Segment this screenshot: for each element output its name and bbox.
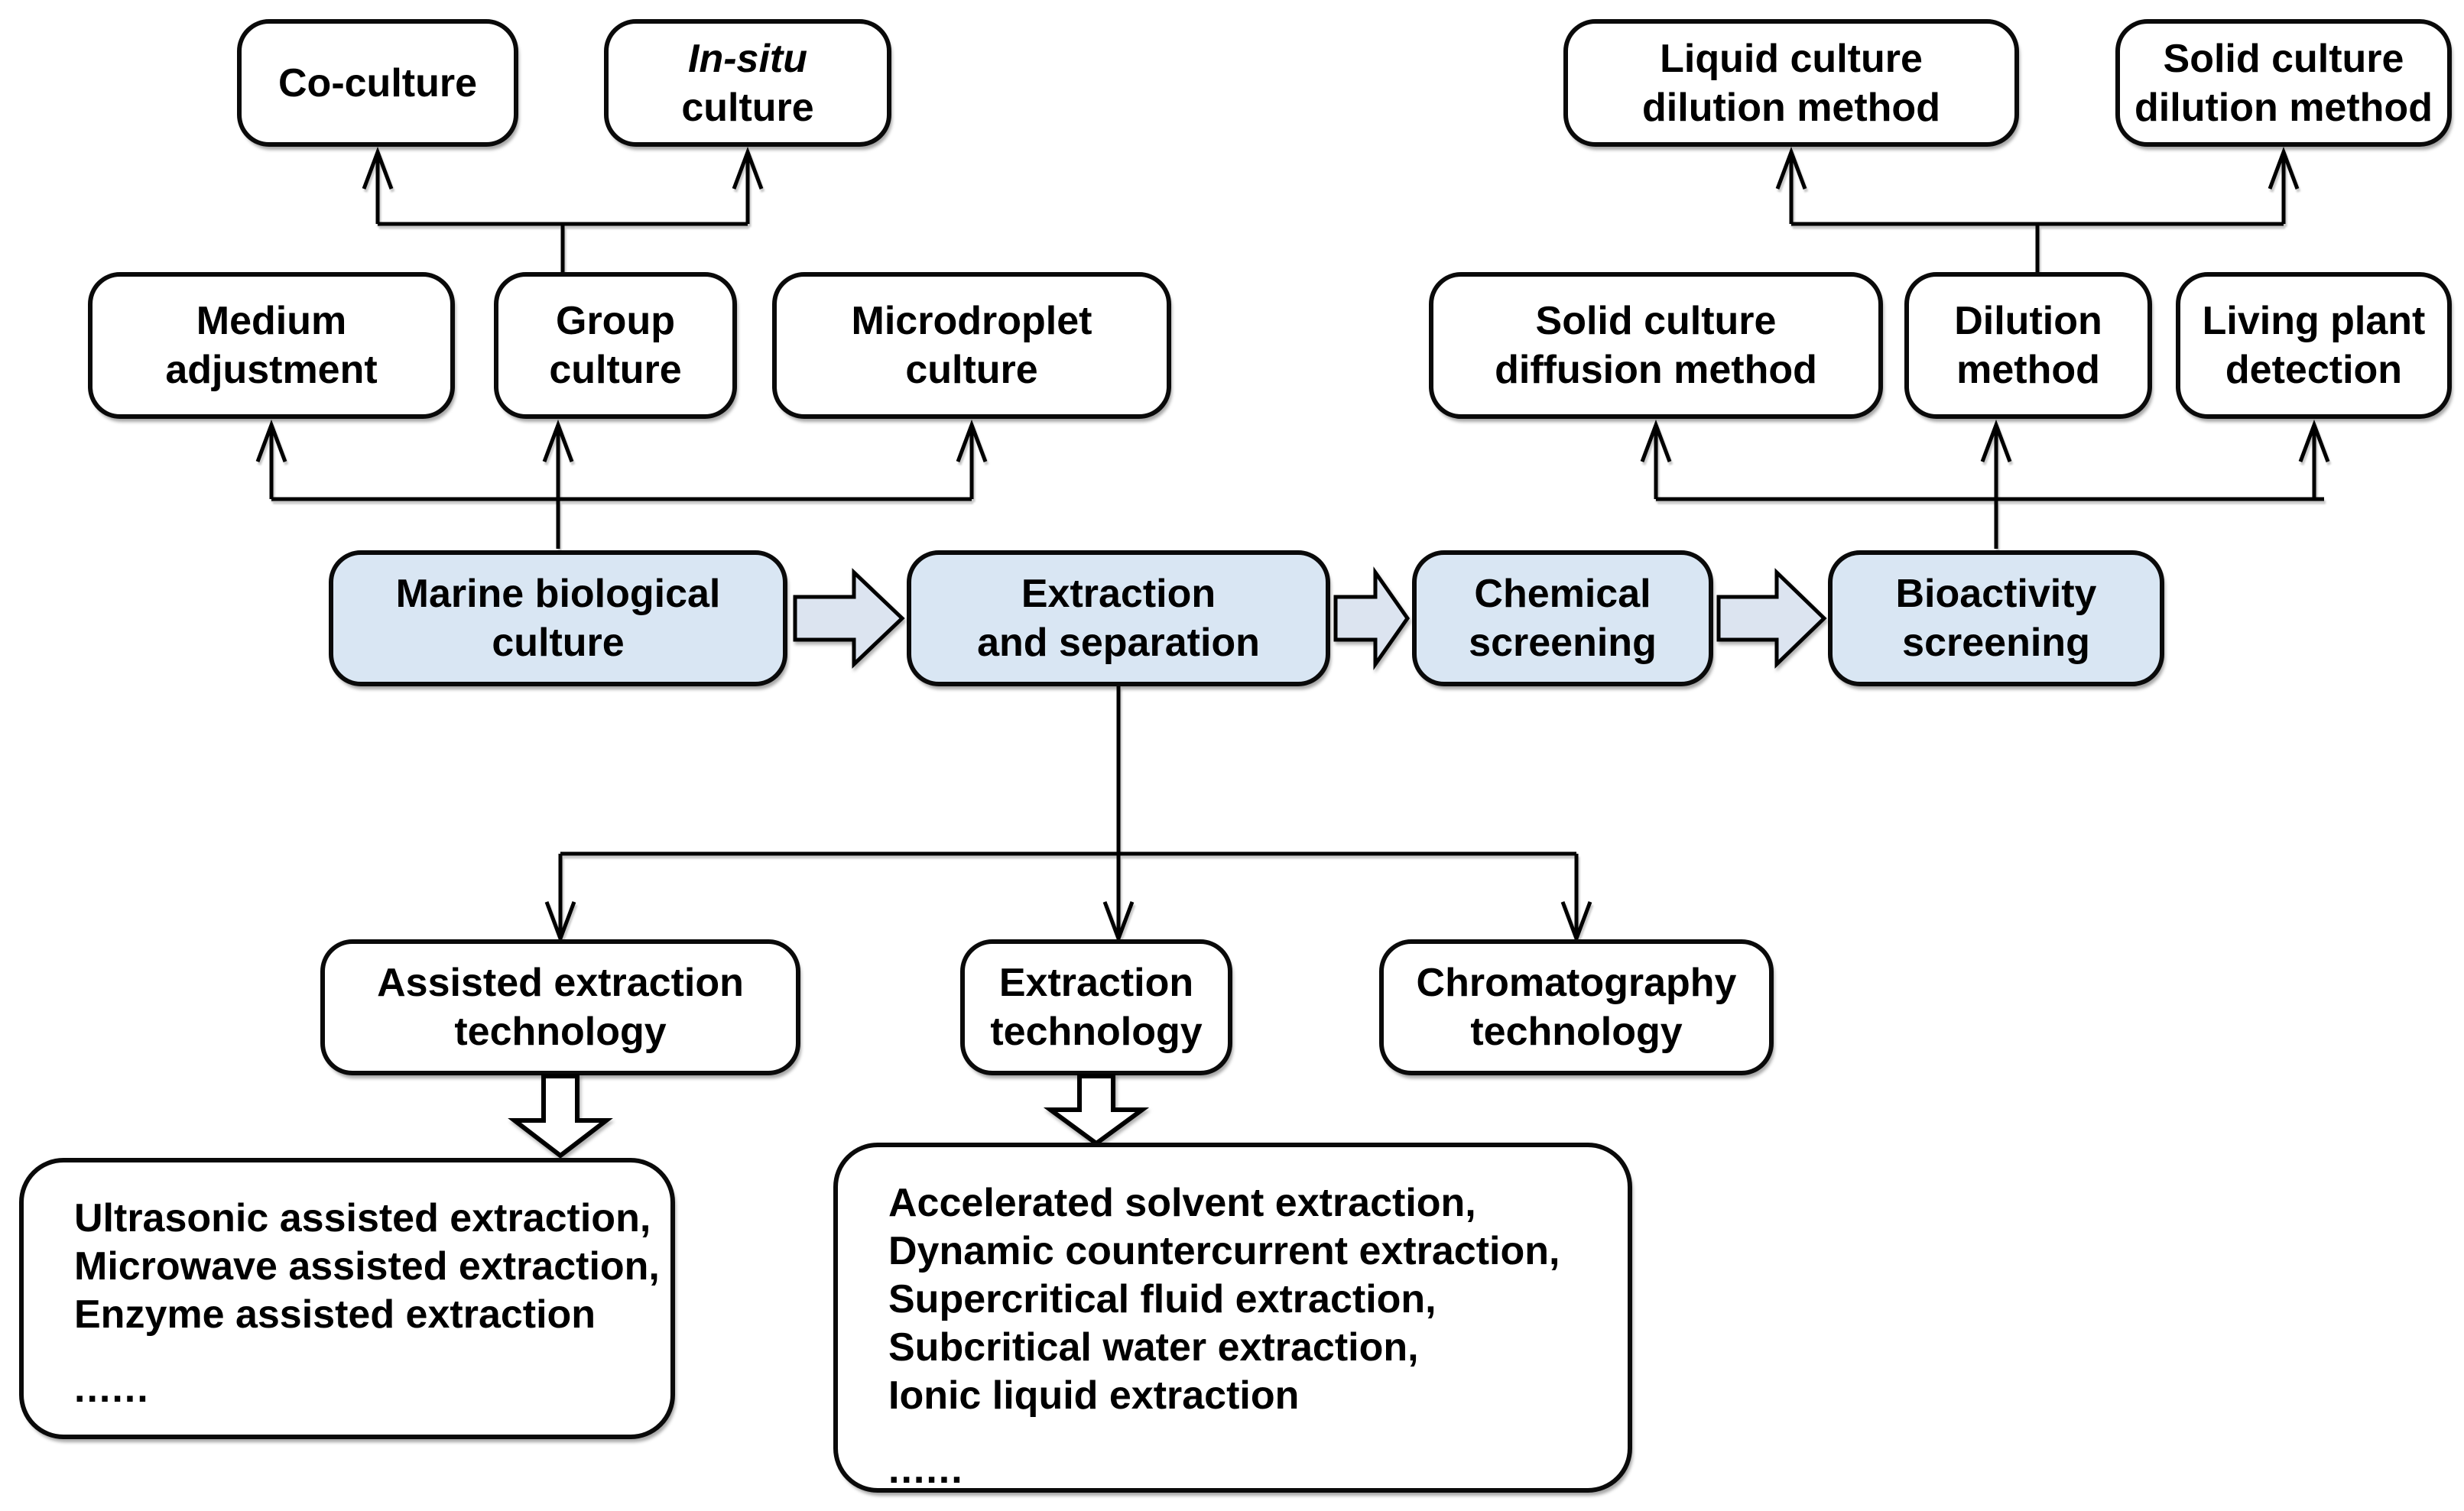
node-label: detection — [2225, 348, 2403, 392]
node-dilution-method: Dilution method — [1904, 272, 2152, 419]
node-label: Liquid culture — [1660, 36, 1923, 81]
list-item: Microwave assisted extraction, — [74, 1244, 660, 1289]
node-label: Living plant — [2202, 299, 2426, 343]
list-item: Enzyme assisted extraction — [74, 1292, 596, 1337]
node-label: Chemical — [1474, 572, 1651, 616]
node-medium-adjustment: Medium adjustment — [88, 272, 455, 419]
node-label: Extraction — [998, 961, 1194, 1005]
node-solid-culture-dilution-method: Solid culture dilution method — [2115, 19, 2452, 147]
node-label: Microdroplet — [851, 299, 1092, 343]
node-group-culture: Group culture — [494, 272, 737, 419]
node-label: culture — [905, 348, 1038, 392]
node-label: technology — [454, 1010, 667, 1054]
node-label: Medium — [196, 299, 347, 343]
node-label: Chromatography — [1416, 961, 1737, 1005]
flow-arrow-right-icon — [793, 568, 905, 669]
node-label: screening — [1902, 621, 2090, 665]
node-solid-culture-diffusion-method: Solid culture diffusion method — [1429, 272, 1883, 419]
box-assisted-extraction-methods: Ultrasonic assisted extraction, Microwav… — [19, 1158, 675, 1439]
node-label: dilution method — [2134, 85, 2433, 130]
node-extraction-technology: Extraction technology — [960, 939, 1232, 1075]
box-extraction-methods: Accelerated solvent extraction, Dynamic … — [833, 1143, 1632, 1493]
node-microdroplet-culture: Microdroplet culture — [772, 272, 1171, 419]
node-label: Marine biological — [395, 572, 721, 616]
node-label: screening — [1469, 621, 1657, 665]
node-label: Extraction — [1021, 572, 1216, 616]
node-assisted-extraction-technology: Assisted extraction technology — [320, 939, 800, 1075]
node-label: Solid culture — [2163, 36, 2404, 81]
block-arrow-down-icon — [1043, 1074, 1150, 1146]
node-in-situ-culture: In-situ culture — [604, 19, 891, 147]
node-label: technology — [1470, 1010, 1683, 1054]
ellipsis-text: ...... — [74, 1367, 150, 1411]
node-label: culture — [549, 348, 682, 392]
node-bioactivity-screening: Bioactivity screening — [1828, 550, 2164, 686]
ellipsis-text: ...... — [888, 1448, 964, 1492]
node-label: adjustment — [165, 348, 378, 392]
node-living-plant-detection: Living plant detection — [2176, 272, 2452, 419]
node-label: culture — [681, 85, 814, 130]
list-item: Supercritical fluid extraction, — [888, 1277, 1437, 1321]
node-extraction-and-separation: Extraction and separation — [907, 550, 1330, 686]
flow-arrow-right-icon — [1333, 566, 1411, 670]
node-label: Solid culture — [1535, 299, 1777, 343]
node-label: and separation — [977, 621, 1260, 665]
node-marine-biological-culture: Marine biological culture — [329, 550, 787, 686]
flow-arrow-right-icon — [1716, 568, 1827, 669]
node-label: Bioactivity — [1895, 572, 2097, 616]
node-chemical-screening: Chemical screening — [1412, 550, 1713, 686]
list-item: Ultrasonic assisted extraction, — [74, 1196, 651, 1240]
arrowhead-icons — [255, 146, 2330, 945]
node-label: culture — [492, 621, 625, 665]
node-label: technology — [990, 1010, 1203, 1054]
node-label: In-situ — [688, 36, 807, 81]
node-label: diffusion method — [1495, 348, 1817, 392]
block-arrow-down-icon — [508, 1074, 613, 1159]
node-label: Dilution — [1954, 299, 2102, 343]
node-label: Co-culture — [278, 60, 477, 105]
node-co-culture: Co-culture — [237, 19, 518, 147]
connector-lines — [269, 154, 2324, 934]
node-label: method — [1956, 348, 2100, 392]
node-chromatography-technology: Chromatography technology — [1379, 939, 1774, 1075]
node-label: Group — [556, 299, 675, 343]
node-label: Assisted extraction — [377, 961, 744, 1005]
list-item: Subcritical water extraction, — [888, 1325, 1419, 1370]
list-item: Ionic liquid extraction — [888, 1373, 1300, 1418]
list-item: Dynamic countercurrent extraction, — [888, 1229, 1560, 1273]
list-item: Accelerated solvent extraction, — [888, 1181, 1476, 1225]
node-label: dilution method — [1642, 85, 1940, 130]
node-liquid-culture-dilution-method: Liquid culture dilution method — [1563, 19, 2019, 147]
